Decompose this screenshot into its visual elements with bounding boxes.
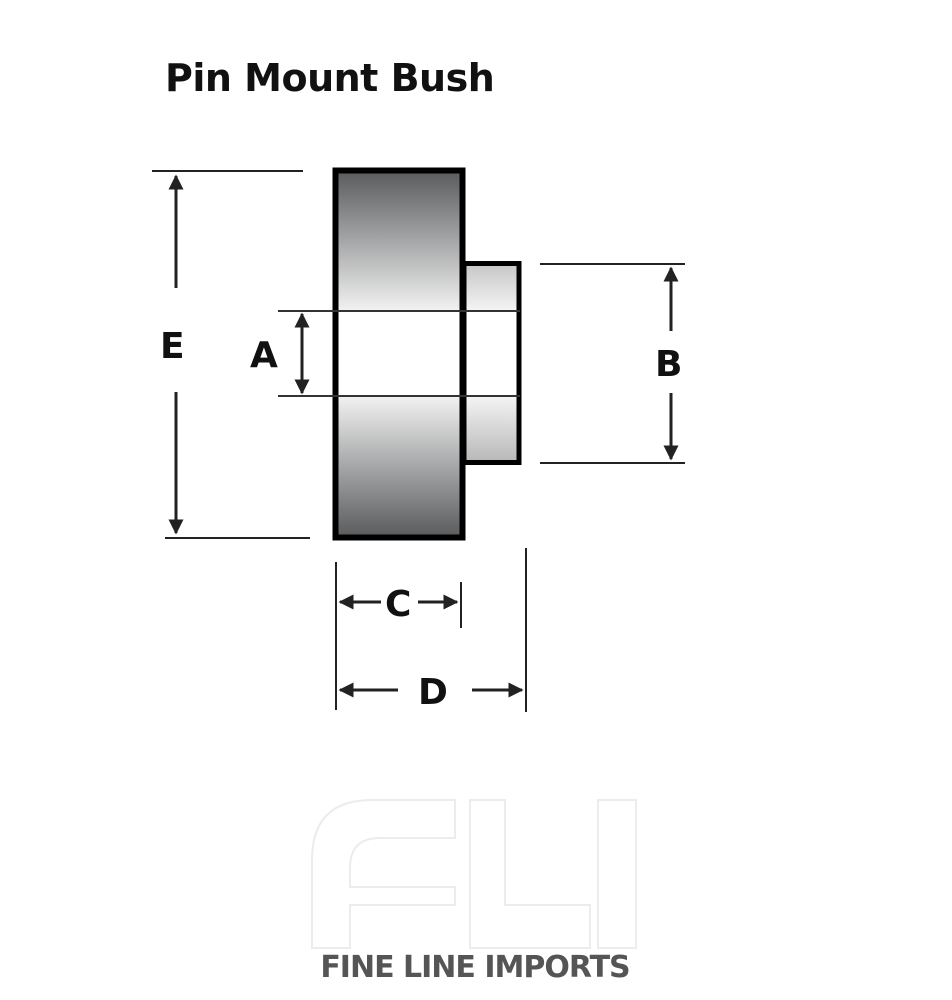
flange-body bbox=[332, 167, 466, 541]
spigot-body bbox=[461, 261, 522, 465]
fli-watermark-logo bbox=[311, 799, 637, 949]
brand-name: FINE LINE IMPORTS bbox=[320, 950, 630, 985]
dimension-e: E bbox=[152, 170, 310, 539]
dimension-label-e: E bbox=[160, 326, 185, 367]
dimension-a: A bbox=[250, 312, 310, 395]
dimension-d: D bbox=[338, 548, 527, 713]
dimension-b: B bbox=[540, 263, 685, 464]
dimension-label-b: B bbox=[655, 344, 682, 385]
dimension-c: C bbox=[335, 562, 462, 710]
dimension-label-d: D bbox=[418, 672, 448, 713]
dimension-label-a: A bbox=[250, 335, 278, 376]
diagram-title: Pin Mount Bush bbox=[165, 56, 495, 100]
dimension-label-c: C bbox=[385, 584, 411, 625]
